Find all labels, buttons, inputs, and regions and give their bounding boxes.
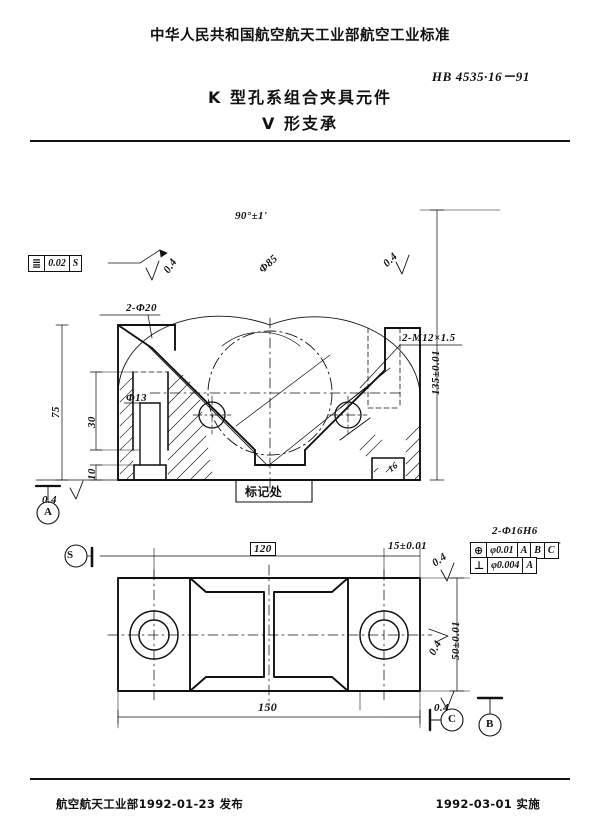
- drawing-svg: [34, 209, 561, 737]
- counterbore-depth-label: 30: [86, 416, 98, 428]
- front-view-outline: [117, 324, 421, 481]
- mark-note-box: [235, 479, 313, 503]
- datum-b-label: B: [486, 718, 494, 730]
- front-view-dimensions: [35, 209, 501, 481]
- right-bore-section: [339, 327, 421, 481]
- effective-date-line: 1992-03-01 实施: [435, 797, 540, 811]
- drawing-subtitle: V 形支承: [262, 114, 338, 133]
- hole-callout-label: 2-Φ16H6: [492, 525, 538, 537]
- front-view-holes: [192, 395, 368, 435]
- v-opening-arc: [117, 315, 421, 394]
- position-value: φ0.01: [487, 543, 518, 558]
- issue-date-line: 航空航天工业部1992-01-23 发布: [56, 797, 244, 811]
- bottom-depth-label: 10: [86, 468, 98, 480]
- height-step-label: 75: [50, 406, 62, 418]
- bottom-view-centerlines: [107, 564, 433, 707]
- roughness-symbols-bottom: [428, 562, 504, 737]
- position-tolerance-frame: ⊕ φ0.01 A B C: [470, 542, 559, 559]
- bore-diameter-label: Φ13: [126, 392, 147, 404]
- position-symbol: ⊕: [471, 543, 488, 558]
- datum-s-label: S: [67, 549, 74, 561]
- basic-width-label: 120: [250, 542, 276, 556]
- datum-c-label: C: [448, 713, 457, 725]
- total-height-label: 135±0.01: [430, 350, 442, 395]
- header-divider-rule: [30, 140, 570, 142]
- standard-number: HB 4535·16－91: [431, 69, 530, 84]
- bottom-view-height-label: 50±0.01: [450, 620, 462, 660]
- v-groove-angle-label: 90°±1': [235, 210, 268, 222]
- position-datum-c: C: [547, 545, 555, 556]
- left-bore-section: [119, 371, 213, 481]
- perpendicularity-symbol: ⊥: [471, 558, 489, 573]
- standard-organization-line: 中华人民共和国航空航天工业部航空工业标准: [150, 28, 450, 44]
- overall-length-label: 150: [258, 700, 278, 714]
- mark-note-label: 标记处: [245, 485, 283, 499]
- roughness-symbols-front: [34, 254, 410, 525]
- symmetry-tolerance-frame: ≣ 0.02 S: [28, 255, 83, 272]
- thread-callout-label: 2-M12×1.5: [402, 332, 456, 344]
- perpendicularity-value: φ0.004: [488, 558, 524, 573]
- datum-a-label: A: [44, 506, 53, 518]
- symmetry-value: 0.02: [45, 256, 70, 271]
- technical-drawing-area: ≣ 0.02 S 90°±1' Φ85 0.4 0.4 2-Φ20 2-M12×…: [0, 150, 600, 770]
- footer-divider-rule: [30, 778, 570, 780]
- symmetry-symbol: ≣: [29, 256, 46, 271]
- position-datum-b: B: [531, 543, 545, 558]
- roughness-bottom-front-label: 0.4: [42, 494, 57, 506]
- roughness-bottom-bottomview-label: 0.4: [434, 702, 449, 714]
- symmetry-datum: S: [72, 258, 79, 269]
- perpendicularity-datum-a: A: [526, 560, 534, 571]
- drawing-title: K 型孔系组合夹具元件: [208, 88, 392, 107]
- perpendicularity-tolerance-frame: ⊥ φ0.004 A: [470, 557, 538, 574]
- position-datum-a: A: [518, 543, 532, 558]
- bottom-view-holes: [129, 610, 409, 660]
- edge-dimension-label: 15±0.01: [388, 540, 428, 552]
- reference-circle-phi85: [207, 330, 333, 456]
- counterbore-callout-label: 2-Φ20: [126, 302, 157, 314]
